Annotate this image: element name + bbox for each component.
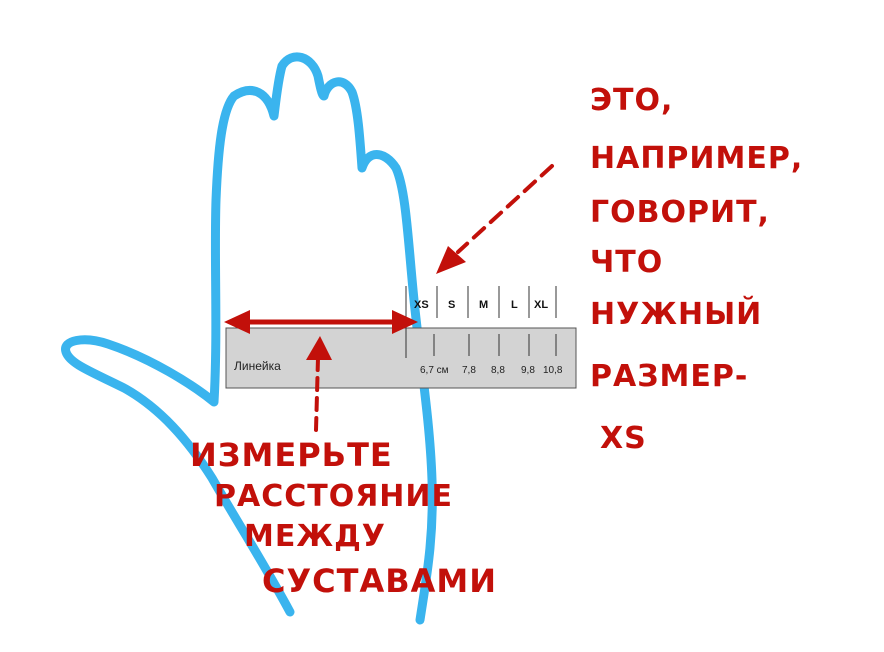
size-label-xl: XL xyxy=(534,299,548,311)
measure-note-line-3: МЕЖДУ xyxy=(244,519,386,554)
ruler: Линейка XS S M L XL 6,7 см 7,8 8,8 9,8 xyxy=(225,286,577,389)
ruler-label: Линейка xyxy=(234,359,281,373)
size-note-line-5: НУЖНЫЙ xyxy=(590,296,762,332)
measurement-l: 9,8 xyxy=(521,365,535,376)
measurement-s: 7,8 xyxy=(462,365,476,376)
measurement-xl: 10,8 xyxy=(543,365,563,376)
measurement-arrow xyxy=(224,310,418,334)
measure-note: ИЗМЕРЬТЕ РАССТОЯНИЕ МЕЖДУ СУСТАВАМИ xyxy=(190,436,497,600)
size-label-l: L xyxy=(511,299,518,311)
size-note-line-7: XS xyxy=(600,421,647,456)
size-label-xs: XS xyxy=(414,299,429,311)
ruler-ticks xyxy=(433,334,557,356)
measure-note-line-2: РАССТОЯНИЕ xyxy=(214,479,453,514)
ruler-body xyxy=(225,327,577,389)
size-note-line-4: ЧТО xyxy=(590,245,663,280)
size-note-line-6: РАЗМЕР- xyxy=(590,359,748,394)
measure-note-line-1: ИЗМЕРЬТЕ xyxy=(190,436,393,474)
pointer-arrow-xs xyxy=(436,164,554,274)
size-note-line-2: НАПРИМЕР, xyxy=(590,141,803,176)
measurement-xs: 6,7 см xyxy=(420,365,449,376)
measure-note-line-4: СУСТАВАМИ xyxy=(262,562,497,600)
size-note: ЭТО, НАПРИМЕР, ГОВОРИТ, ЧТО НУЖНЫЙ РАЗМЕ… xyxy=(590,83,803,456)
size-dividers xyxy=(405,286,557,358)
pointer-arrow-up xyxy=(306,336,332,432)
hand-outline xyxy=(61,52,437,625)
size-label-m: M xyxy=(479,299,488,311)
size-note-line-1: ЭТО, xyxy=(590,83,673,118)
size-note-line-3: ГОВОРИТ, xyxy=(590,195,770,230)
measurement-m: 8,8 xyxy=(491,365,505,376)
size-label-s: S xyxy=(448,299,455,311)
